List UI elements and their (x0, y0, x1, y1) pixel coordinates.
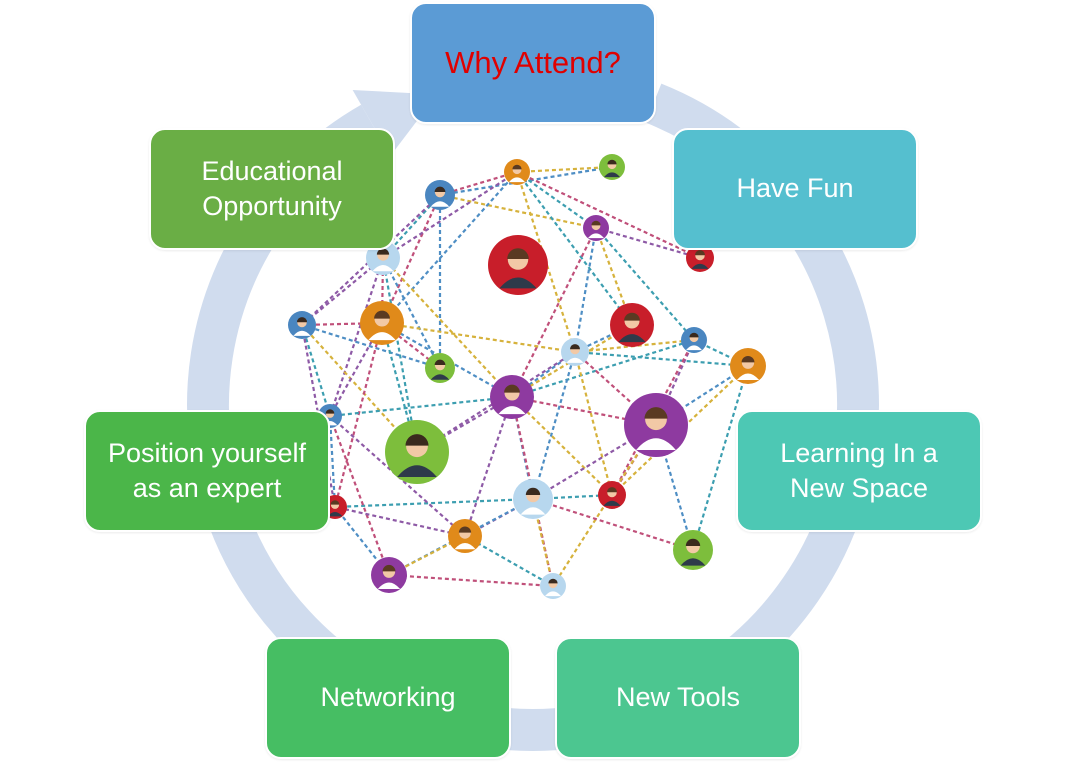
network-link (301, 257, 384, 326)
cycle-node-label: Educational Opportunity (201, 155, 343, 221)
person-avatar-icon (599, 154, 625, 180)
network-link (328, 415, 337, 508)
network-link (511, 338, 695, 399)
network-link (595, 227, 695, 341)
network-link (380, 322, 419, 453)
network-link (380, 194, 442, 324)
person-avatar-icon (385, 420, 449, 484)
cycle-node-label: Position yourself as an expert (107, 437, 307, 503)
network-link (301, 323, 441, 370)
person-avatar-icon (540, 573, 566, 599)
person-avatar-icon (504, 159, 530, 185)
person-avatar-icon (425, 353, 455, 383)
network-link (516, 171, 633, 326)
network-link (329, 395, 513, 418)
network-link (388, 573, 554, 588)
network-link (329, 415, 466, 537)
person-avatar-icon (425, 180, 455, 210)
network-link (333, 322, 384, 508)
person-avatar-icon (561, 338, 589, 366)
cycle-node-position-expert: Position yourself as an expert (84, 410, 330, 532)
network-link (439, 193, 597, 230)
person-avatar-icon (371, 557, 407, 593)
person-avatar-icon (681, 327, 707, 353)
person-avatar-icon (673, 530, 713, 570)
cycle-node-networking: Networking (265, 637, 511, 759)
person-avatar-icon (730, 348, 766, 384)
network-link (382, 257, 513, 398)
network-link (511, 396, 613, 496)
network-link (334, 505, 466, 538)
network-link (328, 415, 391, 576)
network-link (516, 171, 701, 259)
cycle-node-new-tools: New Tools (555, 637, 801, 759)
cycle-node-label: New Tools (615, 682, 741, 713)
person-avatar-icon (624, 393, 688, 457)
cycle-node-have-fun: Have Fun (672, 128, 918, 250)
person-avatar-icon (288, 311, 316, 339)
network-link (516, 171, 597, 229)
person-avatar-icon (448, 519, 482, 553)
network-link (574, 350, 749, 368)
person-avatar-icon (686, 244, 714, 272)
person-avatar-icon (490, 375, 534, 419)
person-avatar-icon (583, 215, 609, 241)
person-avatar-icon (488, 235, 548, 295)
cycle-node-label: Learning In a New Space (780, 437, 938, 503)
center-node-label: Why Attend? (445, 44, 621, 80)
network-link (381, 322, 441, 369)
network-link (573, 351, 614, 496)
network-link (381, 322, 513, 398)
cycle-node-label: Networking (320, 682, 456, 713)
network-link (531, 351, 577, 500)
person-avatar-icon (360, 301, 404, 345)
network-link (334, 497, 534, 509)
cycle-node-educational-opportunity: Educational Opportunity (149, 128, 395, 250)
network-link (439, 170, 518, 197)
people-network-illustration (288, 154, 766, 599)
person-avatar-icon (598, 481, 626, 509)
person-avatar-icon (513, 479, 553, 519)
network-link (511, 227, 597, 398)
network-link (381, 321, 576, 354)
center-node-why-attend: Why Attend? (410, 2, 656, 124)
network-link (300, 324, 332, 417)
network-link (516, 165, 613, 174)
network-link (511, 324, 633, 398)
network-link (382, 171, 518, 259)
network-link (381, 257, 419, 453)
network-link (463, 396, 514, 537)
network-link (573, 227, 598, 353)
cycle-node-learning-new-space: Learning In a New Space (736, 410, 982, 532)
person-avatar-icon (610, 303, 654, 347)
cycle-node-label: Have Fun (736, 173, 854, 204)
